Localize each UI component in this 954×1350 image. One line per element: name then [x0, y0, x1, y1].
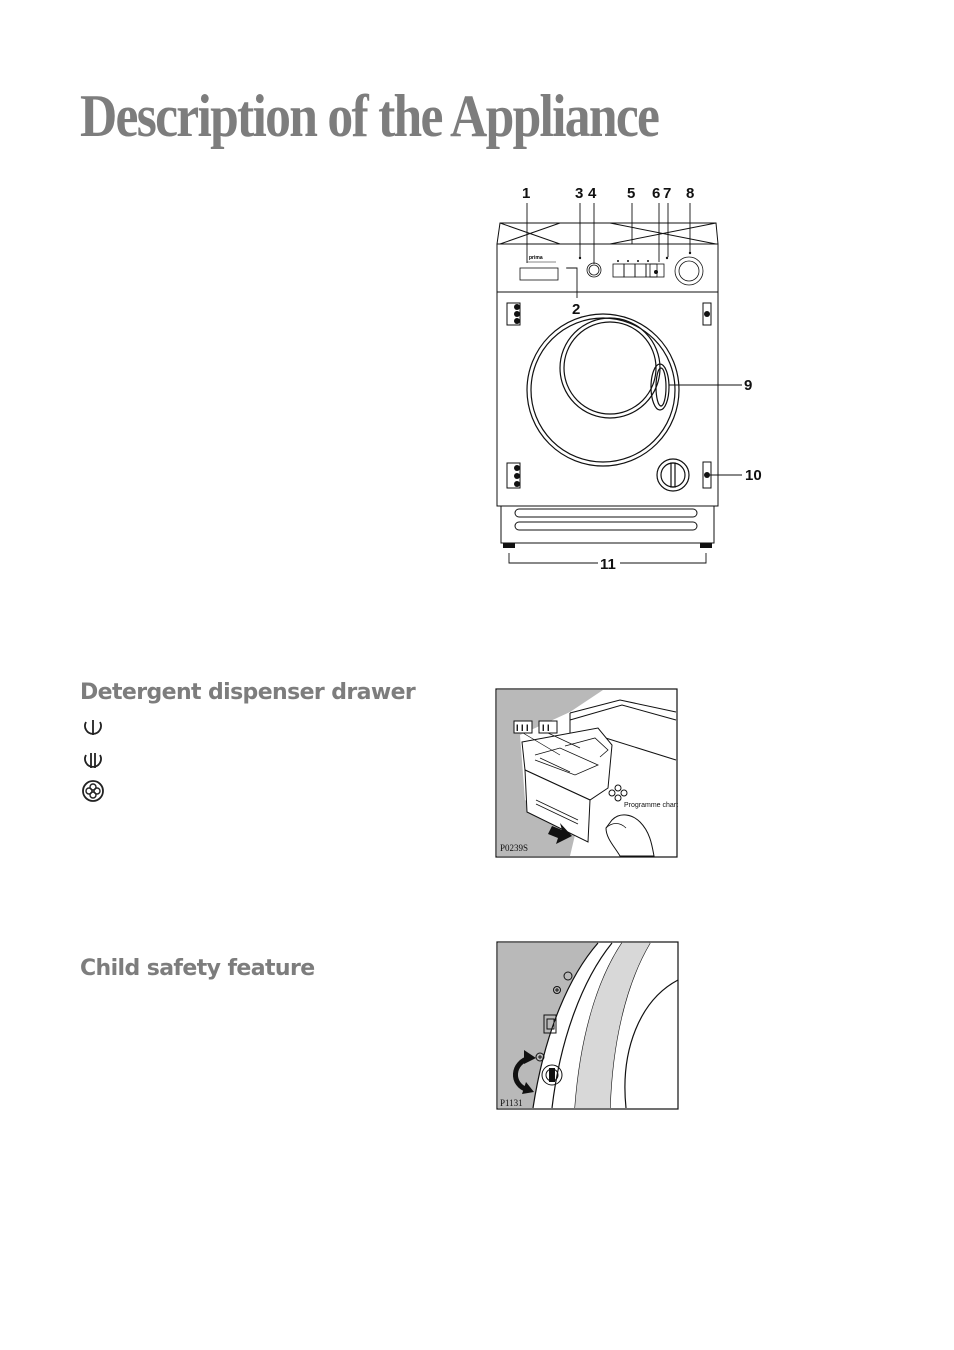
detergent-drawer-illustration: I I I I I Programme chart P0239S: [495, 688, 678, 858]
callout-4: 4: [588, 185, 597, 202]
callout-3: 3: [575, 185, 583, 202]
child-safety-illustration: P1131: [496, 941, 679, 1110]
programme-chart-label: Programme chart: [624, 802, 678, 809]
fabric-softener-compartment-icon: [82, 780, 104, 802]
callout-7: 7: [663, 185, 671, 202]
callout-11: 11: [600, 556, 616, 573]
prewash-compartment-icon: [84, 720, 102, 735]
callout-2: 2: [572, 301, 580, 318]
appliance-diagram: prima: [496, 185, 762, 573]
figure-code-p1131: P1131: [500, 1098, 523, 1108]
child-safety-heading: Child safety feature: [80, 956, 315, 981]
drawer-marking-two: I I: [542, 723, 550, 733]
drawer-marking-three: I I I: [516, 723, 529, 733]
detergent-dispenser-heading: Detergent dispenser drawer: [80, 680, 416, 705]
main-wash-compartment-icon: [84, 753, 102, 768]
brand-logo: prima: [529, 255, 543, 261]
callout-8: 8: [686, 185, 694, 202]
figure-code-p0239s: P0239S: [500, 843, 528, 853]
callout-10: 10: [745, 467, 762, 484]
callout-6: 6: [652, 185, 660, 202]
callout-9: 9: [744, 377, 752, 394]
callout-5: 5: [627, 185, 635, 202]
callout-1: 1: [522, 185, 530, 202]
page-title: Description of the Appliance: [80, 83, 660, 149]
